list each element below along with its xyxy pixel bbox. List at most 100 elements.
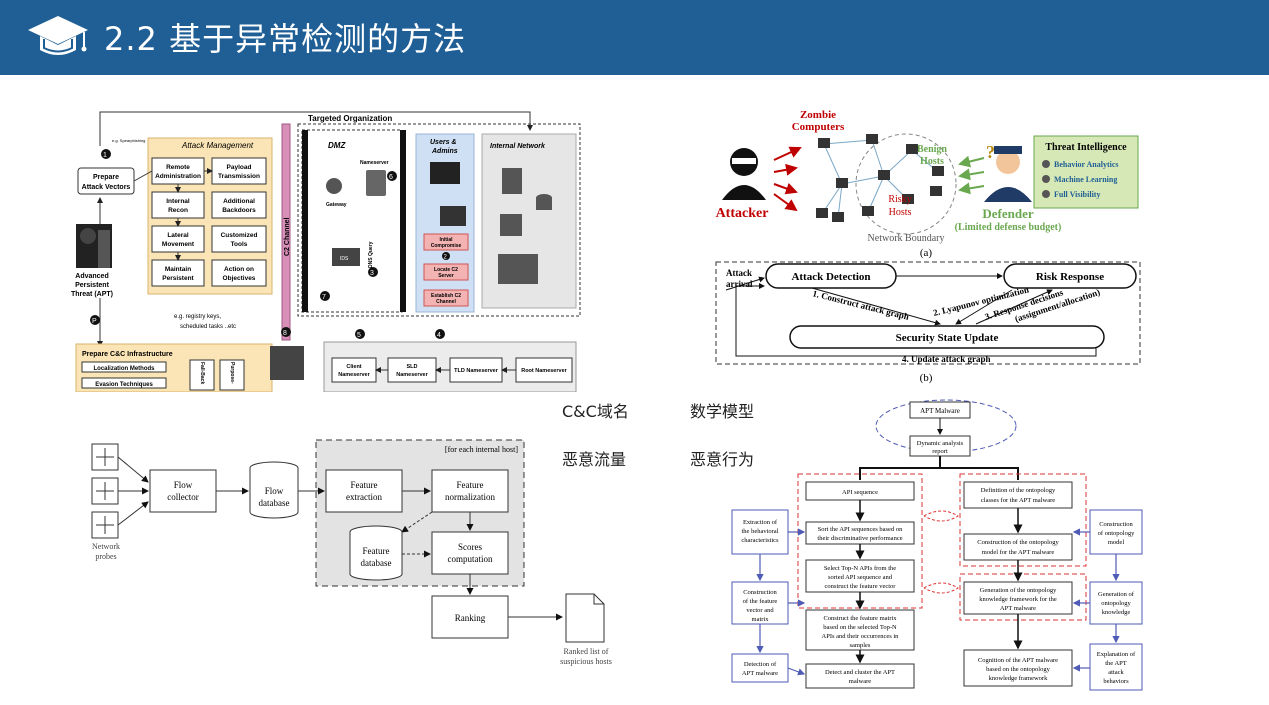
spear-label: e.g. Spearphishing [112, 138, 145, 143]
svg-text:6: 6 [389, 174, 393, 181]
svg-text:Objectives: Objectives [223, 275, 256, 282]
svg-text:knowledge framework for the: knowledge framework for the [979, 596, 1057, 603]
svg-text:Internal: Internal [166, 198, 190, 205]
svg-text:Explanation of: Explanation of [1097, 651, 1136, 658]
svg-text:vector and: vector and [746, 607, 774, 614]
svg-text:Server: Server [438, 273, 454, 279]
svg-text:8: 8 [283, 330, 287, 337]
svg-text:model for the APT malware: model for the APT malware [982, 549, 1055, 556]
svg-text:Risky: Risky [888, 194, 911, 205]
apt-figure: Targeted Organization e.g. Spearphishing… [71, 111, 581, 392]
server-rack-icon [498, 254, 538, 284]
brain-icon [1042, 175, 1050, 183]
svg-text:(b): (b) [920, 372, 933, 384]
svg-text:report: report [932, 448, 948, 455]
svg-text:5: 5 [357, 332, 361, 339]
svg-text:Remote: Remote [166, 164, 190, 171]
label-cc-domain: C&C域名 [562, 402, 629, 421]
svg-text:(Limited defense budget): (Limited defense budget) [955, 222, 1062, 233]
svg-text:sorted API sequence and: sorted API sequence and [828, 574, 893, 581]
svg-text:attack: attack [1108, 669, 1124, 676]
svg-text:Localization Methods: Localization Methods [93, 366, 155, 372]
svg-text:database: database [259, 498, 290, 508]
svg-text:Compromise: Compromise [431, 243, 462, 249]
svg-text:Attack Vectors: Attack Vectors [82, 184, 131, 191]
svg-text:Feature: Feature [363, 546, 390, 556]
svg-text:Machine Learning: Machine Learning [1054, 175, 1117, 184]
svg-text:Transmission: Transmission [218, 173, 260, 180]
graduation-cap-icon [28, 16, 88, 55]
feature-database-icon [349, 525, 403, 581]
defender-label: Defender [982, 206, 1033, 221]
svg-text:Additional: Additional [223, 198, 255, 205]
svg-text:construct the feature vector: construct the feature vector [825, 583, 897, 590]
switch-icon [500, 214, 522, 236]
svg-text:Attack: Attack [726, 268, 752, 278]
svg-text:the behavioral: the behavioral [742, 528, 779, 535]
label-math-model: 数学模型 [690, 402, 755, 421]
ids-icon [332, 248, 360, 266]
svg-text:Select Top-N APIs from the: Select Top-N APIs from the [824, 565, 896, 572]
svg-text:knowledge framework: knowledge framework [989, 675, 1048, 682]
svg-text:Full Visibility: Full Visibility [1054, 190, 1100, 199]
ranking-node: Ranking [455, 613, 486, 623]
svg-text:Behavior Analytics: Behavior Analytics [1054, 160, 1119, 169]
svg-text:4. Update attack graph: 4. Update attack graph [902, 354, 991, 364]
svg-text:TLD Nameserver: TLD Nameserver [454, 368, 499, 374]
svg-text:Ranked list of: Ranked list of [564, 647, 609, 656]
svg-text:Detection of: Detection of [744, 661, 777, 668]
svg-text:Backdoors: Backdoors [222, 207, 256, 214]
label-malicious-traffic: 恶意流量 [562, 450, 627, 469]
svg-text:Detect and cluster the APT: Detect and cluster the APT [825, 669, 895, 676]
boundary-label: Network Boundary [868, 233, 945, 244]
apt-malware-node: APT Malware [920, 407, 960, 415]
svg-text:suspicious hosts: suspicious hosts [560, 657, 612, 666]
svg-text:Threat (APT): Threat (APT) [71, 291, 113, 298]
state-update-node: Security State Update [896, 332, 999, 344]
svg-text:DNS Query: DNS Query [368, 241, 374, 268]
defender-icon [984, 146, 1032, 202]
svg-text:Persistent: Persistent [75, 282, 110, 289]
svg-text:Lateral: Lateral [167, 232, 189, 239]
svg-text:the APT: the APT [1105, 660, 1127, 667]
svg-text:SLD: SLD [407, 364, 418, 370]
svg-text:knowledge: knowledge [1102, 609, 1131, 616]
svg-text:Administration: Administration [155, 173, 201, 180]
svg-text:based on the selected Top-N: based on the selected Top-N [823, 624, 897, 631]
svg-text:Client: Client [346, 364, 361, 370]
svg-text:arrival: arrival [726, 279, 753, 289]
svg-text:Definition of the ontopology: Definition of the ontopology [981, 487, 1056, 494]
svg-text:API sequence: API sequence [842, 489, 878, 496]
ti-title: Threat Intelligence [1045, 142, 1127, 153]
svg-text:Construction: Construction [1099, 521, 1133, 528]
svg-text:Nameserver: Nameserver [338, 372, 370, 378]
svg-text:Nameserver: Nameserver [396, 372, 428, 378]
svg-text:Generation of the ontopology: Generation of the ontopology [980, 587, 1057, 594]
dmz-label: DMZ [328, 141, 346, 150]
gateway-icon [326, 178, 342, 194]
svg-text:2: 2 [444, 255, 448, 261]
defense-figure: Zombie Computers Attacker Risky Hosts Be… [715, 109, 1141, 384]
svg-text:of ontopology: of ontopology [1098, 530, 1135, 537]
svg-text:model: model [1108, 539, 1124, 546]
svg-text:Channel: Channel [436, 299, 456, 305]
svg-text:matrix: matrix [752, 616, 770, 623]
svg-text:7: 7 [322, 294, 326, 301]
svg-text:Construction: Construction [743, 589, 777, 596]
risk-response-node: Risk Response [1036, 271, 1104, 283]
svg-text:Action on: Action on [224, 266, 254, 273]
svg-text:Generation of: Generation of [1098, 591, 1135, 598]
attack-detection-node: Attack Detection [791, 271, 870, 283]
flow-database-icon [249, 461, 299, 519]
svg-text:e.g. registry keys,: e.g. registry keys, [174, 314, 221, 320]
svg-text:Feature: Feature [457, 480, 484, 490]
svg-text:database: database [361, 558, 392, 568]
svg-text:ontopology: ontopology [1101, 600, 1131, 607]
title-bar: 2.2 基于异常检测的方法 [0, 0, 1269, 75]
svg-text:computation: computation [448, 554, 493, 564]
svg-text:scheduled tasks ..etc: scheduled tasks ..etc [180, 324, 236, 330]
flow-figure: [for each internal host] Network probes … [91, 439, 612, 666]
svg-text:Feature: Feature [351, 480, 378, 490]
svg-text:characteristics: characteristics [741, 537, 779, 544]
svg-text:P: P [92, 318, 97, 325]
